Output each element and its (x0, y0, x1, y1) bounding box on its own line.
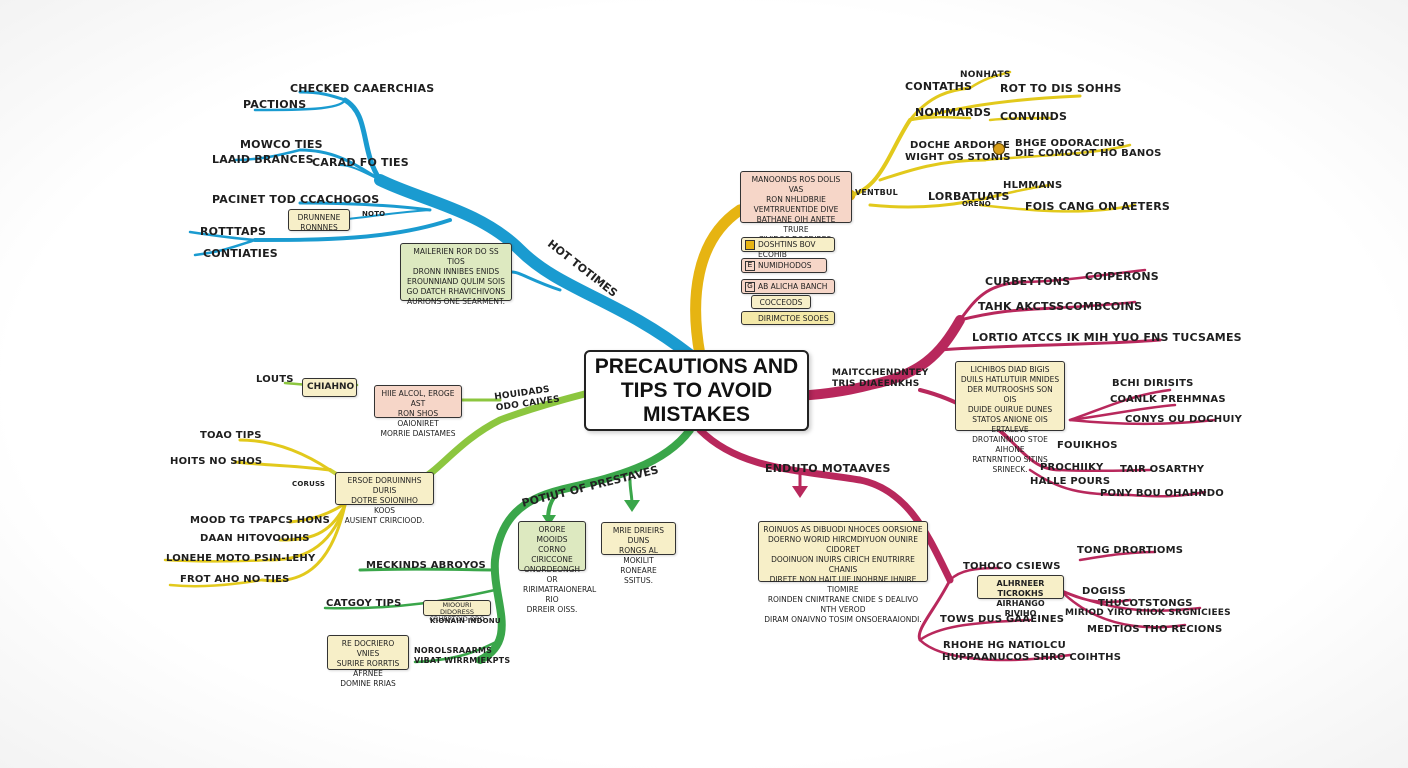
green-label-4: VIBAT WIRRMIEKPTS (414, 656, 511, 665)
yellow-label-5: CONVINDS (1000, 110, 1068, 123)
lime-label-6: LONEHE MOTO PSIN-LEHY (166, 553, 316, 564)
blue-label-3: MOWCO TIES (240, 138, 323, 151)
bottom-right-label-1: TONG DRORTIOMS (1077, 545, 1184, 556)
bottom-right-label-9: TOWS DUS GAAEINES (940, 614, 1065, 625)
magenta-label-4: COMBCOINS (1065, 300, 1143, 313)
green-label-1: MECKINDS ABROYOS (366, 560, 486, 571)
green-label-5: KIONAIN INDONU (430, 617, 501, 625)
bottom-right-main-note: ROINUOS AS DIBUODI NHOCES OORSIONE DOERN… (758, 521, 928, 624)
yellow-label-8: BHGE ODORACINIG (1015, 138, 1125, 149)
blue-label-8: CONTIATIES (203, 247, 278, 260)
magenta-label-10: PROCHIIKY (1040, 462, 1104, 473)
yellow-list-item-1: DOSHTINS BOV ECOHIB (741, 237, 835, 259)
blue-label-9: NOTO (362, 210, 386, 218)
yellow-label-6: DOCHE ARDOHSE (910, 140, 1011, 151)
bottom-right-label-8: MEDTIOS THO RECIONS (1087, 624, 1223, 635)
yellow-label-12: HLMMANS (1003, 180, 1063, 191)
yellow-label-11: ORENO (962, 200, 991, 208)
magenta-label-1: CURBEYTONS (985, 275, 1071, 288)
lime-small-note: CHIAHNO (302, 378, 357, 397)
green-bottom-note: RE DOCRIERO VNIES SURIRE RORRTIS AFRNEE … (327, 635, 409, 688)
magenta-label-12: TAIR OSARTHY (1120, 464, 1205, 475)
magenta-label-3: TAHK AKCTSS (978, 300, 1065, 313)
bottom-right-note-line-2: AIRHANGO RIVIHO (996, 599, 1045, 618)
lime-cream-note: ERSOE DORUINNHS DURIS DOTRE SOIONIHO KOO… (335, 472, 434, 525)
square-icon (745, 240, 755, 250)
green-right-note: MRIE DRIEIRS DUNS RONGS AL MOKILIT RONEA… (601, 522, 676, 585)
blue-label-5: CARAD FO TIES (312, 156, 409, 169)
lime-label-3: HOITS NO SHOS (170, 456, 263, 467)
bottom-right-mid-note: ALHRNEER TICROKHS AIRHANGO RIVIHO (977, 575, 1064, 618)
magenta-label-8: CONYS OU DOCHUIY (1125, 414, 1243, 425)
yellow-label-9: DIE COMOCOT HO BANOS (1015, 148, 1162, 159)
blue-label-6: PACINET TOD CCACHOGOS (212, 193, 380, 206)
magenta-label-11: HALLE POURS (1030, 476, 1111, 487)
bottom-right-label-7: MIRIOD YIRO RIIOK SRGNICIEES (1065, 608, 1231, 618)
bottom-right-label-6: THUCOTSTONGS (1098, 598, 1193, 609)
green-label-2: CATGOY TIPS (326, 598, 402, 609)
magenta-label-9: FOUIKHOS (1057, 440, 1118, 451)
lime-pink-note: HIIE ALCOL, EROGE AST RON SHOS OAIONIRET… (374, 385, 462, 438)
yellow-branch-title: VENTBUL (855, 188, 898, 197)
green-small-note: MIOOURI DIDORESS CRURRTOID ORO (423, 600, 491, 623)
lime-label-5: DAAN HITOVOOIHS (200, 533, 310, 544)
blue-small-note: DRUNNENE RONNNES (288, 209, 350, 232)
letter-e-icon: E (745, 261, 755, 271)
yellow-label-1: CONTATHS (905, 80, 973, 93)
lime-label-7: FROT AHO NO TIES (180, 574, 290, 585)
lime-label-1: LOUTS (256, 374, 294, 385)
magenta-main-note: LICHIBOS DIAD BIGIS DUILS HATLUTUIR MNID… (955, 361, 1065, 474)
yellow-label-3: ROT TO DIS SOHHS (1000, 82, 1122, 95)
bottom-right-note-line-1: ALHRNEER TICROKHS (996, 579, 1045, 598)
yellow-label-13: FOIS CANG ON AETERS (1025, 200, 1170, 213)
yellow-label-10: LORBATUATS (928, 190, 1010, 203)
central-topic: PRECAUTIONS AND TIPS TO AVOID MISTAKES (584, 350, 809, 431)
blue-label-4: LAAID BRANCES (212, 153, 314, 166)
yellow-label-2: NONHATS (960, 70, 1011, 80)
yellow-label-7: WIGHT OS STONIS (905, 152, 1011, 163)
lime-label-8: CORUSS (292, 480, 326, 488)
bottom-right-label-11: HUPPAANUCOS SHRO COIHTHS (942, 652, 1122, 663)
magenta-label-2: COIPERONS (1085, 270, 1159, 283)
letter-g-icon: G (745, 282, 755, 292)
magenta-label-7: COANLK PREHMNAS (1110, 394, 1226, 405)
bottom-right-label-5: DOGISS (1082, 586, 1126, 597)
blue-label-2: PACTIONS (243, 98, 307, 111)
blue-main-note: MAILERIEN ROR DO SS TIOS DRONN INNIBES E… (400, 243, 512, 306)
bottom-right-label-2: TOHOCO CSIEWS (963, 561, 1061, 572)
green-label-3: NOROLSRAARMS (414, 646, 493, 655)
blue-label-1: CHECKED CAAERCHIAS (290, 82, 435, 95)
magenta-label-6: BCHI DIRISITS (1112, 378, 1194, 389)
lime-label-2: TOAO TIPS (200, 430, 262, 441)
yellow-list-item-5: DIRIMCTOE SOOES (741, 311, 835, 325)
bottom-right-label-10: RHOHE HG NATIOLCU (943, 640, 1066, 651)
yellow-list-item-2: NUMIDHODOS (741, 258, 827, 273)
green-left-note: ORORE MOOIDS CORNO CIRICCONE ONORDEONGH … (518, 521, 596, 614)
yellow-list-item-3: AB ALICHA BANCH (741, 279, 835, 294)
magenta-branch-title: MAITCCHENDNTEY TRIS DIAEENKHS (832, 368, 929, 389)
yellow-label-4: NOMMARDS (915, 106, 992, 119)
bottom-right-branch-title: ENDUTO MOTAAVES (765, 462, 891, 475)
yellow-main-note: MANOONDS ROS DOLIS VAS RON NHLIDBRIE VEM… (740, 171, 852, 244)
magenta-label-5: LORTIO ATCCS IK MIH YUO FNS TUCSAMES (972, 331, 1242, 344)
magenta-label-13: PONY BOU OHAHNDO (1100, 488, 1224, 499)
blue-label-7: ROTTTAPS (200, 225, 267, 238)
yellow-list-item-4: COCCEODS (751, 295, 811, 309)
star-icon (993, 143, 1005, 155)
lime-label-4: MOOD TG TPAPCS HONS (190, 515, 330, 526)
